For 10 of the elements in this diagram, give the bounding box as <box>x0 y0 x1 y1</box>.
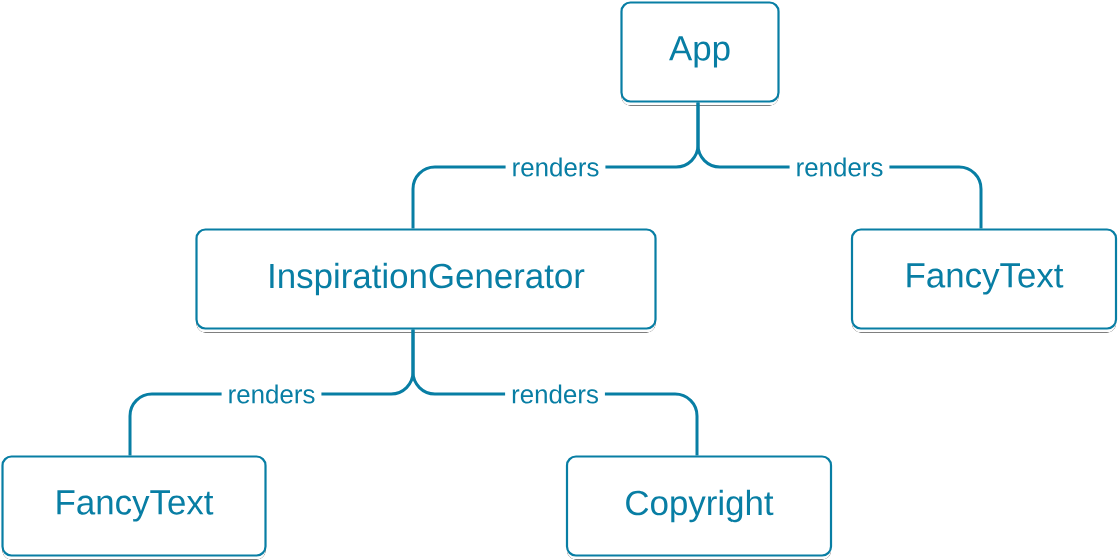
node-label: FancyText <box>907 263 1064 295</box>
component-box: InspirationGenerator <box>195 228 657 333</box>
component-box: FancyText <box>1 455 267 560</box>
component-box: FancyText <box>850 228 1118 333</box>
edge-label: renders <box>505 382 605 406</box>
component-box: Copyright <box>565 455 833 560</box>
component-box: App <box>620 1 780 106</box>
edge-label: renders <box>505 155 606 179</box>
edge-label: renders <box>789 155 890 179</box>
edge-label: renders <box>221 382 322 406</box>
